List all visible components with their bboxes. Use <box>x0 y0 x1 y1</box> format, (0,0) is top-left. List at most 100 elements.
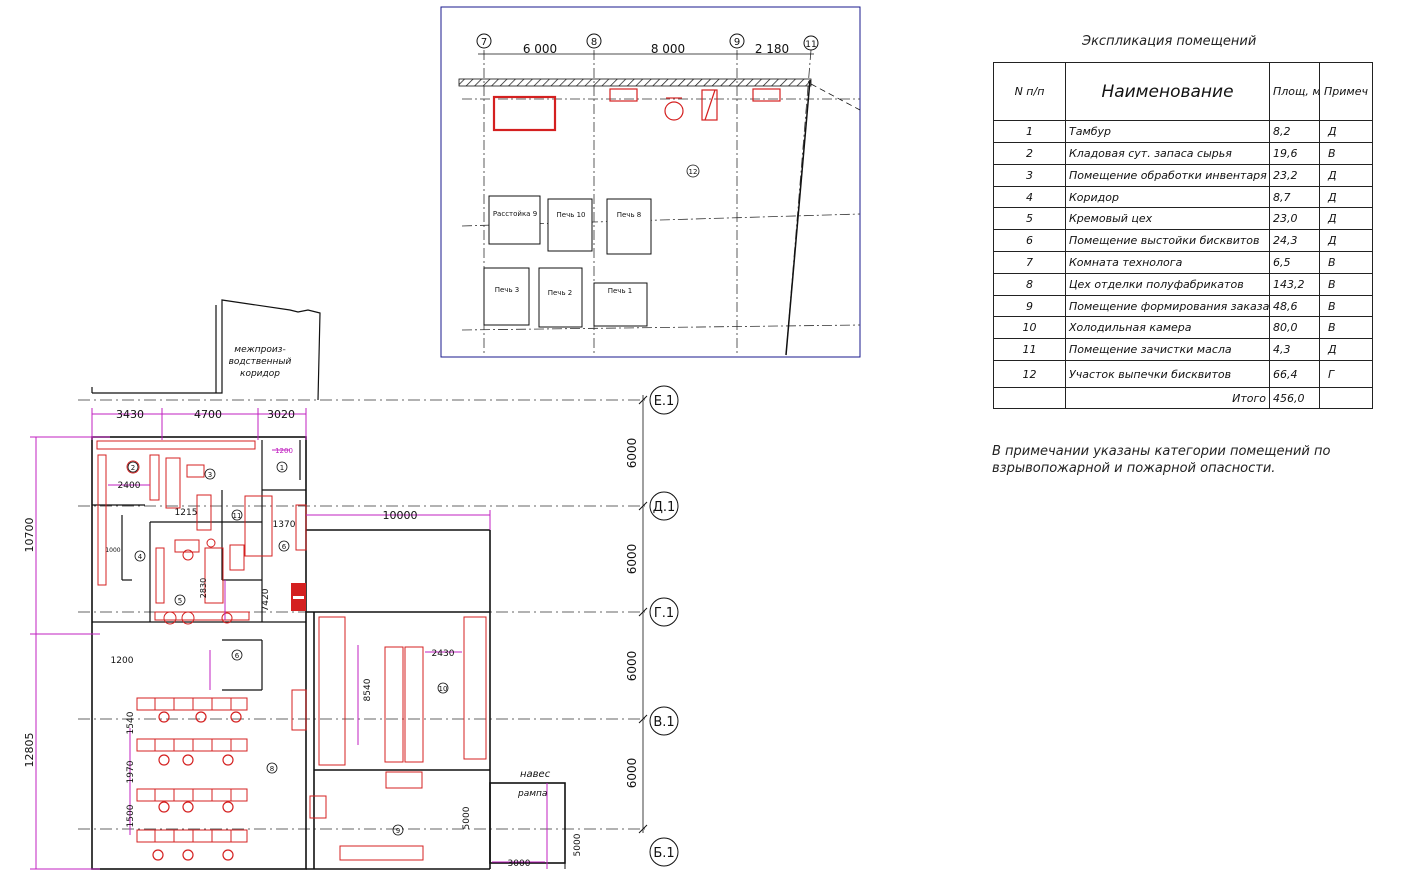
room-area: 24,3 <box>1269 229 1320 253</box>
room-name: Цех отделки полуфабрикатов <box>1065 272 1270 296</box>
canopy-label: навес <box>520 769 551 780</box>
header-note: Примеч <box>1319 61 1373 122</box>
row-number: 9 <box>993 294 1066 318</box>
axis-label-v1: В.1 <box>653 715 674 730</box>
header-name: Наименование <box>1065 61 1270 122</box>
row-number: 1 <box>993 120 1066 143</box>
inset-axis-9: 9 <box>734 37 740 48</box>
room-category: Д <box>1319 229 1373 253</box>
inset-axis-bubbles: 7 8 9 11 <box>476 33 819 51</box>
room-number: 3 <box>208 471 212 479</box>
table-header-row: N п/п Наименование Площ, м² Примеч <box>993 61 1373 122</box>
inner-dim: 2430 <box>432 649 455 659</box>
inset-axis-8: 8 <box>591 37 597 48</box>
inner-dim: 1370 <box>273 520 296 530</box>
room-number: 11 <box>233 512 242 520</box>
room-name: Тамбур <box>1065 120 1270 143</box>
corridor-label: межпроиз- <box>234 345 285 355</box>
room-name: Кладовая сут. запаса сырья <box>1065 141 1270 165</box>
corridor-label: коридор <box>240 369 280 379</box>
category-note: В примечании указаны категории помещений… <box>992 444 1331 476</box>
inner-dim: 1500 <box>126 804 136 827</box>
inner-dim: 3000 <box>508 859 531 869</box>
inset-dim-3: 2 180 <box>755 42 789 56</box>
axis-label-d1: Д.1 <box>653 500 676 515</box>
span-dim: 6000 <box>625 544 639 575</box>
room-area: 4,3 <box>1269 338 1320 362</box>
inner-dim: 5000 <box>573 833 583 856</box>
main-plan: Е.1 Д.1 Г.1 В.1 Б.1 6000 6000 6000 6000 … <box>23 299 679 870</box>
total-value: 456,0 <box>1269 387 1320 409</box>
inner-dim: 10000 <box>383 509 418 522</box>
oven-label: Печь 10 <box>557 211 586 219</box>
room-category: Д <box>1319 338 1373 362</box>
room-category: В <box>1319 272 1373 296</box>
room-area: 8,7 <box>1269 185 1320 209</box>
total-label: Итого <box>1065 387 1270 409</box>
row-number: 12 <box>993 360 1066 389</box>
room-name: Помещение обработки инвентаря <box>1065 163 1270 187</box>
room-number: 10 <box>439 685 448 693</box>
room-category: В <box>1319 251 1373 274</box>
room-name: Помещение формирования заказа <box>1065 294 1270 318</box>
room-name: Помещение выстойки бисквитов <box>1065 229 1270 253</box>
oven-label: Печь 3 <box>495 286 520 294</box>
room-number: 6 <box>282 543 287 551</box>
inset-frame <box>440 6 861 358</box>
inner-dim: 1000 <box>105 547 120 554</box>
room-number: 4 <box>138 553 143 561</box>
left-dim: 10700 <box>23 518 36 553</box>
axis-label-b1: Б.1 <box>653 846 674 861</box>
room-number: 2 <box>131 464 135 472</box>
room-area: 66,4 <box>1269 360 1320 389</box>
room-name: Холодильная камера <box>1065 316 1270 340</box>
room-area: 8,2 <box>1269 120 1320 143</box>
room-name: Комната технолога <box>1065 251 1270 274</box>
inner-dim: 1200 <box>111 656 134 666</box>
span-dim: 6000 <box>625 651 639 682</box>
room-category: Д <box>1319 163 1373 187</box>
total-row: Итого 456,0 <box>993 387 1373 409</box>
room-name: Помещение зачистки масла <box>1065 338 1270 362</box>
left-dim: 12805 <box>23 733 36 768</box>
plan-axis-bubbles: Е.1 Д.1 Г.1 В.1 Б.1 <box>649 385 679 867</box>
row-number: 4 <box>993 185 1066 209</box>
inner-dim: 1200 <box>275 447 293 455</box>
row-number: 7 <box>993 251 1066 274</box>
axis-label-g1: Г.1 <box>654 606 674 621</box>
inner-dim: 8540 <box>363 678 373 701</box>
room-number: 8 <box>270 765 274 773</box>
inner-dim: 2400 <box>118 481 141 491</box>
room-category: Г <box>1319 360 1373 389</box>
top-dim: 4700 <box>194 408 222 421</box>
oven-label: Печь 1 <box>608 287 633 295</box>
room-category: В <box>1319 141 1373 165</box>
inset-dim-2: 8 000 <box>651 42 685 56</box>
top-dim: 3020 <box>267 408 295 421</box>
inner-dim: 1215 <box>175 508 198 518</box>
room-name: Участок выпечки бисквитов <box>1065 360 1270 389</box>
row-number: 5 <box>993 207 1066 231</box>
room-category: Д <box>1319 185 1373 209</box>
axis-label-e1: Е.1 <box>654 394 675 409</box>
span-dim: 6000 <box>625 438 639 469</box>
inset-axis-11: 11 <box>805 40 816 50</box>
row-number: 11 <box>993 338 1066 362</box>
inner-dim: 5000 <box>462 806 472 829</box>
oven-label: Печь 2 <box>548 289 573 297</box>
oven-label: Расстойка 9 <box>493 210 537 218</box>
row-number: 10 <box>993 316 1066 340</box>
header-num: N п/п <box>993 61 1066 122</box>
inner-dim: 1540 <box>126 711 136 734</box>
row-number: 6 <box>993 229 1066 253</box>
explication-table: N п/п Наименование Площ, м² Примеч 1Тамб… <box>993 61 1373 409</box>
top-dim: 3430 <box>116 408 144 421</box>
